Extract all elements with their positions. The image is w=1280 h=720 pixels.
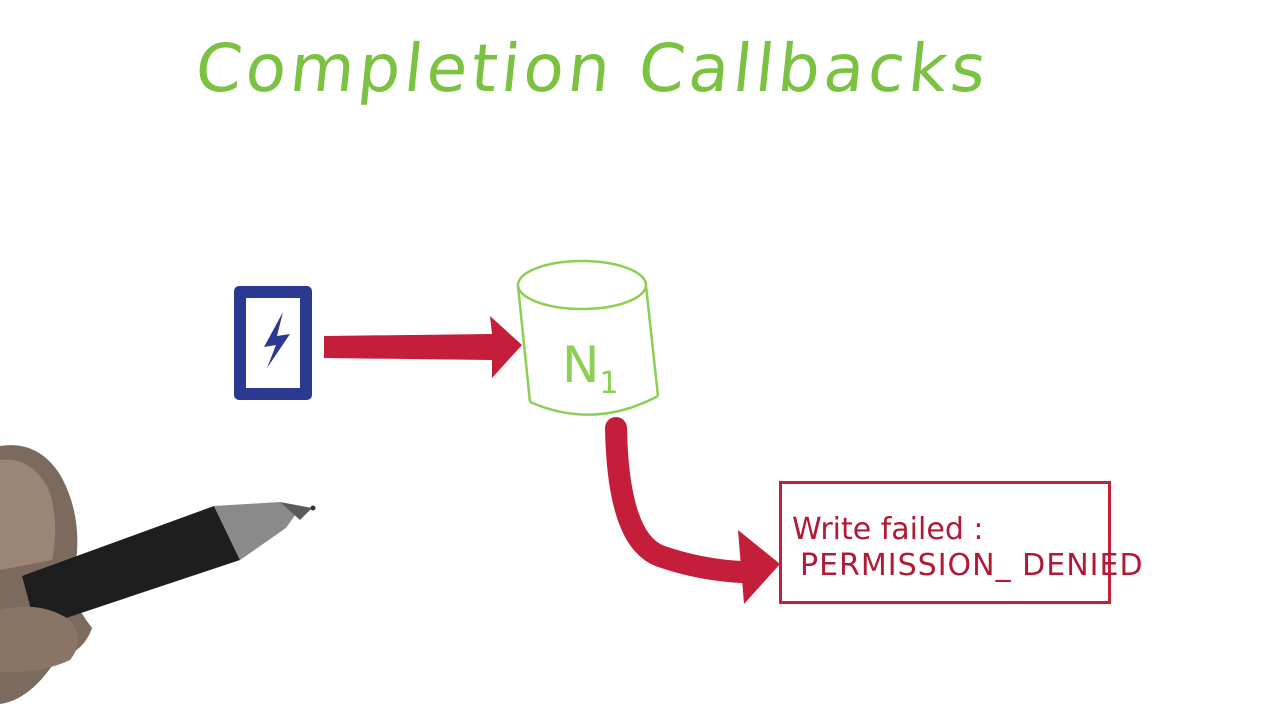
- write-arrow: [324, 316, 522, 378]
- phone-bolt-icon: [234, 286, 312, 400]
- error-line-2: PERMISSION_ DENIED: [800, 548, 1144, 583]
- hand-with-pen-icon: [0, 445, 316, 704]
- error-message-box: Write failed : PERMISSION_ DENIED: [779, 481, 1143, 604]
- database-label-subscript: 1: [599, 366, 619, 401]
- database-label-main: N: [562, 336, 600, 394]
- error-line-1: Write failed :: [792, 512, 984, 547]
- database-cylinder-icon: [516, 259, 660, 416]
- error-arrow: [605, 417, 780, 604]
- database-label: N1: [562, 336, 619, 401]
